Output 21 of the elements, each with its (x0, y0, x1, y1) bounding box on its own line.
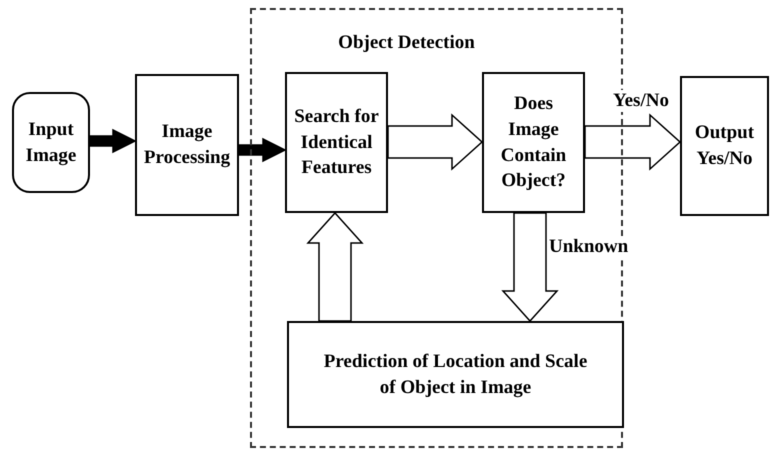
node-label: Search for Identical Features (293, 105, 380, 180)
node-label: Image Processing (144, 120, 230, 170)
decision-box (482, 72, 585, 213)
block-arrow (501, 212, 559, 322)
edge-label: Unknown (548, 236, 630, 258)
process-box (287, 321, 624, 428)
process-box (680, 76, 769, 216)
node-label: Input Image (24, 118, 78, 168)
node-label: Does Image Contain Object? (500, 92, 568, 194)
edge-label: Yes/No (612, 90, 670, 112)
block-arrow (584, 113, 682, 171)
thick-arrow (238, 138, 287, 162)
thick-arrow (89, 128, 137, 154)
node-label: Output Yes/No (694, 121, 756, 171)
process-box (285, 72, 388, 213)
group-title: Object Detection (338, 31, 475, 55)
terminal-box (12, 92, 90, 193)
process-box (135, 74, 239, 216)
block-arrow (306, 212, 364, 322)
node-label: Prediction of Location and Scale of Object in Image (322, 350, 588, 400)
block-arrow (387, 113, 484, 171)
